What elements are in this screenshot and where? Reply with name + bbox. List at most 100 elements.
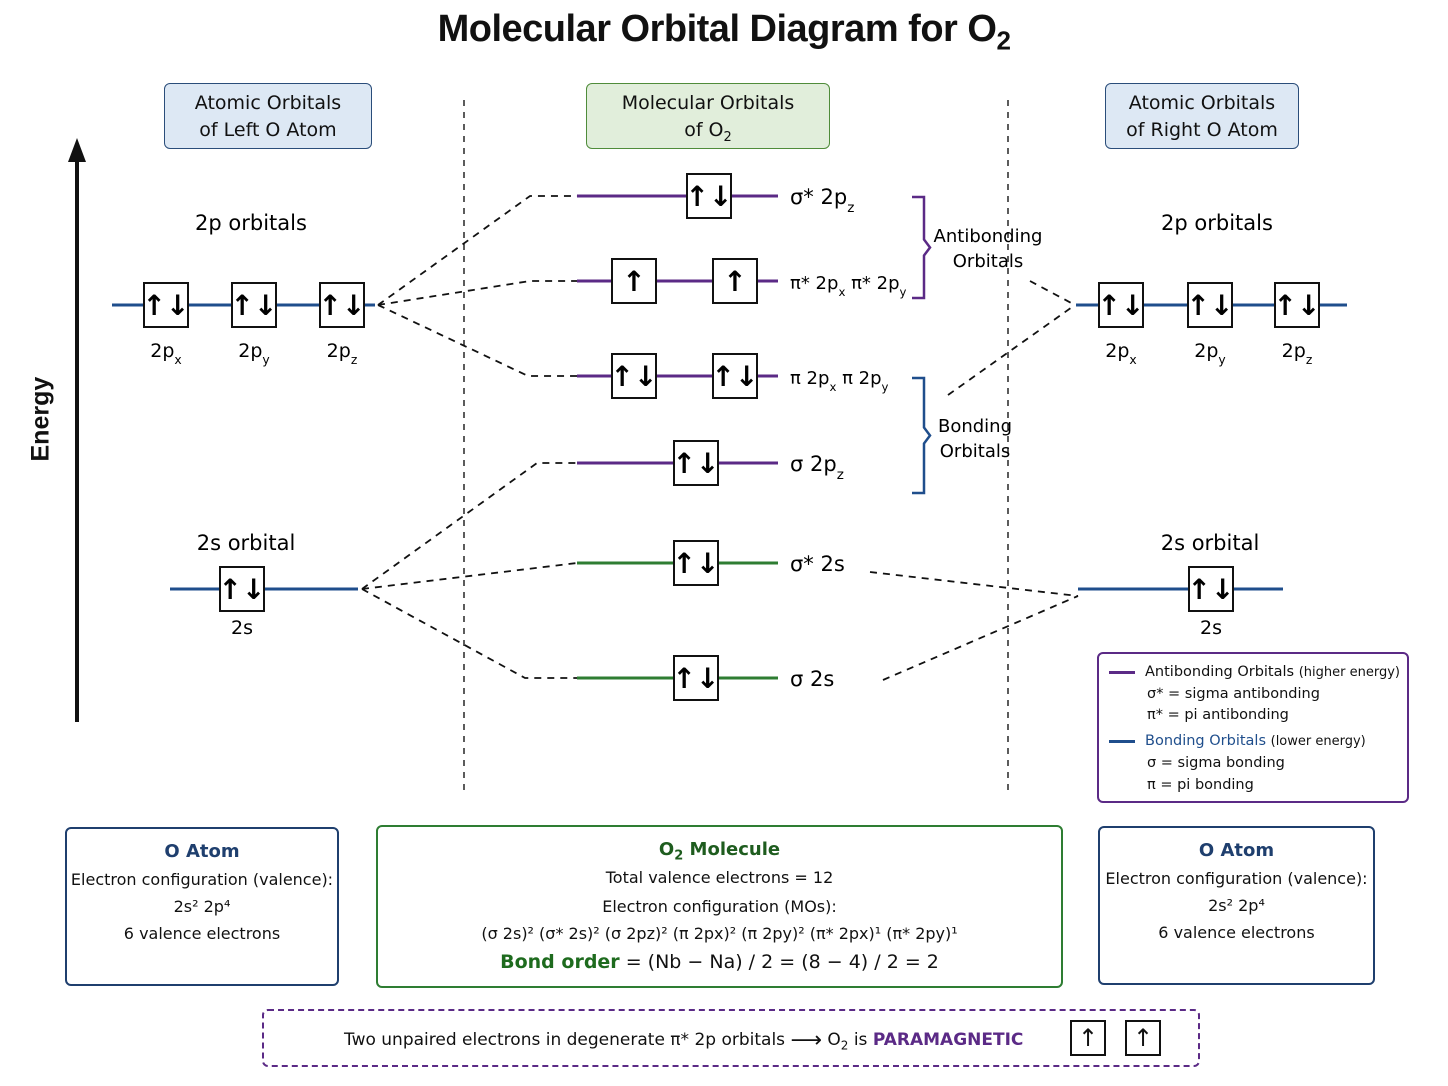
left-2p-orbital-label: 2py <box>238 340 269 367</box>
molecule-config: (σ 2s)² (σ* 2s)² (σ 2pz)² (π 2px)² (π 2p… <box>481 923 958 943</box>
right-2p-orbital-box-electrons: ↑↓ <box>1098 289 1145 322</box>
arrow-icon: ⟶ <box>790 1028 822 1053</box>
paramagnetic-label: PARAMAGNETIC <box>872 1030 1024 1050</box>
left-2s-group-label: 2s orbital <box>197 531 296 555</box>
legend-antibonding-title: Antibonding Orbitals <box>1145 664 1295 680</box>
corr-line-right-pi <box>947 304 1076 396</box>
mo-box-pi-star-2p <box>712 258 758 304</box>
corr-line-right-pi-star <box>1029 280 1076 306</box>
molecule-total: Total valence electrons = 12 <box>605 867 834 887</box>
left-2p-orbital-label: 2pz <box>327 340 358 367</box>
mo-box-pi-star-2p <box>611 258 657 304</box>
legend-sigma: σ = sigma bonding <box>1147 755 1285 771</box>
right-2p-group-label: 2p orbitals <box>1161 211 1273 235</box>
mo-box-pi-2p-electrons: ↑↓ <box>611 360 658 393</box>
left-2s-orbital-box <box>219 566 265 612</box>
left-2p-orbital-label: 2px <box>150 340 181 367</box>
header-left-atom: Atomic Orbitals of Left O Atom <box>164 83 372 149</box>
page-title: Molecular Orbital Diagram for O2 <box>437 8 1011 56</box>
mo-label-sigma-star-2pz: σ* 2pz <box>790 185 854 216</box>
corr-line-left-sigma-2pz <box>361 462 577 590</box>
legend-pi-star: π* = pi antibonding <box>1147 707 1289 723</box>
mo-box-sigma-star-2pz <box>686 173 732 219</box>
legend-bonding-swatch <box>1109 739 1135 743</box>
corr-line-right-sigma-star-2s <box>869 571 1079 597</box>
legend-sigma-star: σ* = sigma antibonding <box>1147 686 1320 702</box>
bond-order: Bond order = (Nb − Na) / 2 = (8 − 4) / 2… <box>500 950 939 973</box>
legend-bonding-title: Bonding Orbitals <box>1145 733 1267 749</box>
mo-label-pi-2p: π 2px π 2py <box>790 368 889 394</box>
corr-line-left-pi-star <box>377 280 577 306</box>
left-atom-config-label: Electron configuration (valence): <box>70 870 334 889</box>
left-atom-box: O Atom Electron configuration (valence):… <box>65 827 339 986</box>
mo-label-sigma-2s: σ 2s <box>790 667 834 691</box>
corr-line-left-sigma-star-2s <box>361 562 578 590</box>
legend-antibonding-swatch <box>1109 670 1135 674</box>
right-2p-orbital-box <box>1187 282 1233 328</box>
right-2p-orbital-label: 2py <box>1194 340 1225 367</box>
corr-line-left-pi <box>377 304 577 377</box>
legend-pi: π = pi bonding <box>1147 777 1254 793</box>
paramagnetic-note: Two unpaired electrons in degenerate π* … <box>262 1009 1200 1067</box>
note-text: Two unpaired electrons in degenerate π* … <box>344 1030 786 1050</box>
right-atom-config: 2s² 2p⁴ <box>1208 896 1265 915</box>
bonding-bracket-label: Bonding <box>938 416 1012 437</box>
mo-box-sigma-star-2s <box>673 540 719 586</box>
mo-box-pi-2p <box>611 353 657 399</box>
left-2s-orbital-box-electrons: ↑↓ <box>219 573 266 606</box>
energy-axis-arrowhead <box>68 138 86 162</box>
mo-box-sigma-star-2s-electrons: ↑↓ <box>673 547 720 580</box>
unpaired-electron-box: ↑ <box>1070 1020 1106 1056</box>
right-2p-orbital-label: 2pz <box>1282 340 1313 367</box>
right-atom-config-label: Electron configuration (valence): <box>1105 869 1368 888</box>
legend-bonding-note: (lower energy) <box>1270 734 1366 749</box>
left-2s-orbital-label: 2s <box>231 617 253 639</box>
left-2p-orbital-box <box>143 282 189 328</box>
bonding-bracket <box>912 376 932 495</box>
unpaired-electron-box: ↑ <box>1125 1020 1161 1056</box>
mo-box-pi-star-2p-electrons: ↑ <box>723 265 746 298</box>
right-2p-orbital-box-electrons: ↑↓ <box>1274 289 1321 322</box>
right-2p-orbital-box-electrons: ↑↓ <box>1187 289 1234 322</box>
legend-antibonding-note: (higher energy) <box>1298 665 1400 680</box>
right-2p-orbital-box <box>1274 282 1320 328</box>
mo-label-sigma-2pz: σ 2pz <box>790 452 844 483</box>
mo-box-pi-2p <box>712 353 758 399</box>
header-molecular-orbitals: Molecular Orbitals of O2 <box>586 83 830 149</box>
bonding-bracket-label: Orbitals <box>940 441 1010 462</box>
right-2s-orbital-label: 2s <box>1200 617 1222 639</box>
mo-box-sigma-star-2pz-electrons: ↑↓ <box>686 180 733 213</box>
right-2p-orbital-label: 2px <box>1105 340 1136 367</box>
left-2p-group-label: 2p orbitals <box>195 211 307 235</box>
corr-line-left-sigma-star-2pz <box>377 195 577 306</box>
mo-box-pi-2p-electrons: ↑↓ <box>712 360 759 393</box>
mo-label-sigma-star-2s: σ* 2s <box>790 552 845 576</box>
right-2s-orbital-box <box>1188 566 1234 612</box>
right-atom-valence: 6 valence electrons <box>1158 923 1315 942</box>
mo-label-pi-star-2p: π* 2px π* 2py <box>790 273 907 299</box>
mo-box-sigma-2pz <box>673 440 719 486</box>
right-2p-orbital-box <box>1098 282 1144 328</box>
right-2s-orbital-box-electrons: ↑↓ <box>1188 573 1235 606</box>
mo-box-sigma-2pz-electrons: ↑↓ <box>673 447 720 480</box>
left-atom-config: 2s² 2p⁴ <box>173 897 231 916</box>
right-atom-box: O Atom Electron configuration (valence):… <box>1098 826 1375 985</box>
left-atom-box-title: O Atom <box>164 841 240 862</box>
antibonding-bracket <box>912 195 932 300</box>
left-2p-orbital-box-electrons: ↑↓ <box>319 289 366 322</box>
right-2s-group-label: 2s orbital <box>1161 531 1260 555</box>
mo-box-pi-star-2p-electrons: ↑ <box>622 265 645 298</box>
right-atom-box-title: O Atom <box>1198 840 1275 861</box>
left-2p-orbital-box <box>319 282 365 328</box>
left-2p-orbital-box-electrons: ↑↓ <box>143 289 190 322</box>
mo-box-sigma-2s <box>673 655 719 701</box>
antibonding-bracket-label: Antibonding <box>934 226 1043 247</box>
header-right-atom: Atomic Orbitals of Right O Atom <box>1105 83 1299 149</box>
legend: Antibonding Orbitals (higher energy) σ* … <box>1097 652 1409 803</box>
mo-box-sigma-2s-electrons: ↑↓ <box>673 662 720 695</box>
molecule-box-title: O2 Molecule <box>658 839 781 864</box>
left-atom-valence: 6 valence electrons <box>123 924 281 943</box>
antibonding-bracket-label: Orbitals <box>953 251 1023 272</box>
molecule-box: O2 Molecule Total valence electrons = 12… <box>376 825 1063 988</box>
